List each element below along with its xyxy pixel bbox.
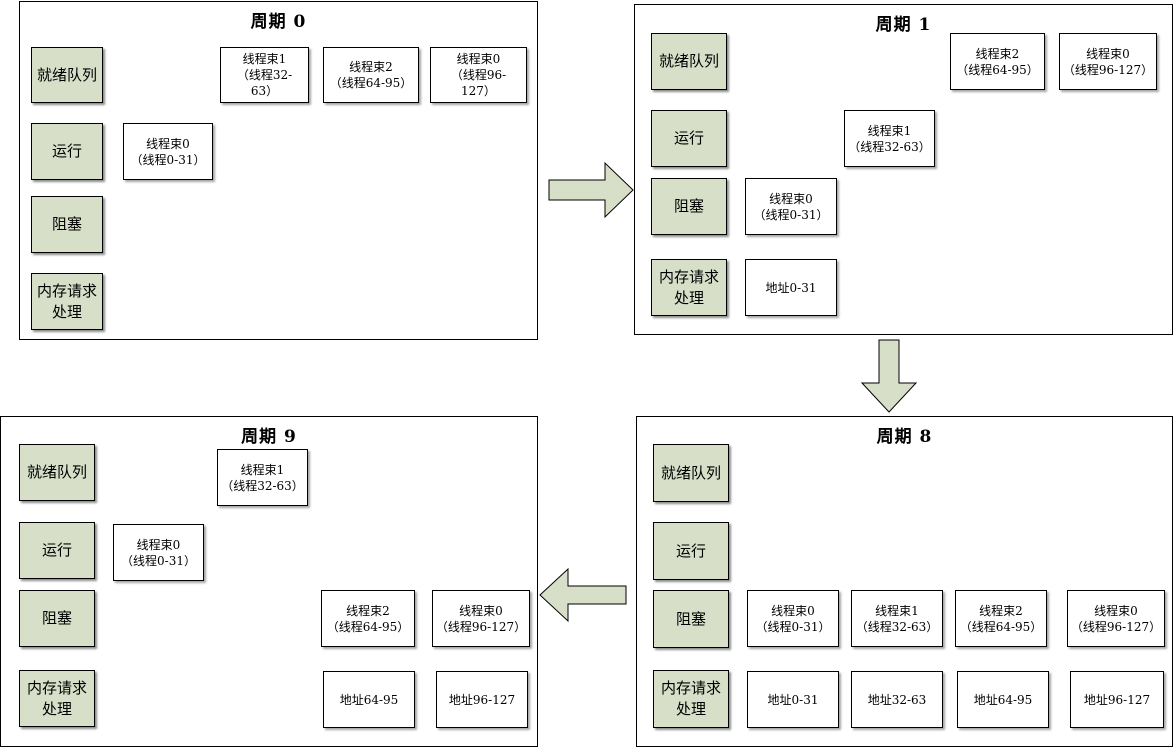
warp-box: 线程束2 （线程64-95） [950,33,1045,90]
running-label: 运行 [653,522,729,580]
running-label: 运行 [651,110,727,167]
panel-title: 周期 1 [875,15,932,35]
address-box: 地址64-95 [957,671,1049,728]
warp-box: 线程束0 （线程96-127） [432,590,530,647]
panel-title: 周期 8 [876,427,933,447]
running-label: 运行 [31,123,103,180]
address-box: 地址0-31 [745,259,837,316]
panel-cycle-8: 周期 8 就绪队列 运行 阻塞 内存请求处理 线程束0 （线程0-31） 线程束… [636,416,1173,747]
ready-queue-label: 就绪队列 [653,444,729,502]
blocked-label: 阻塞 [651,178,727,235]
blocked-label: 阻塞 [653,590,729,648]
warp-box: 线程束1 （线程32- 63） [220,47,309,103]
warp-box: 线程束0 （线程0-31） [123,123,213,180]
arrow-down-icon [860,339,918,413]
warp-box: 线程束2 （线程64-95） [955,590,1047,647]
warp-box: 线程束1 （线程32-63） [851,590,943,647]
warp-box: 线程束1 （线程32-63） [217,449,308,506]
panel-cycle-9: 周期 9 就绪队列 运行 阻塞 内存请求处理 线程束1 （线程32-63） 线程… [0,416,538,747]
blocked-label: 阻塞 [19,590,95,647]
running-label: 运行 [19,522,95,579]
address-box: 地址32-63 [851,671,943,728]
ready-queue-label: 就绪队列 [19,444,95,501]
warp-box: 线程束0 （线程0-31） [745,178,837,235]
address-box: 地址96-127 [436,671,528,728]
memory-request-label: 内存请求处理 [31,273,103,330]
warp-box: 线程束2 （线程64-95） [321,590,415,647]
arrow-right-icon [548,161,634,219]
address-box: 地址64-95 [323,671,415,728]
panel-cycle-0: 周期 0 就绪队列 运行 阻塞 内存请求处理 线程束1 （线程32- 63） 线… [19,1,538,340]
blocked-label: 阻塞 [31,196,103,253]
warp-box: 线程束1 （线程32-63） [844,110,935,167]
arrow-left-icon [539,567,627,623]
panel-title: 周期 9 [241,427,297,447]
warp-box: 线程束2 （线程64-95） [323,47,419,103]
ready-queue-label: 就绪队列 [31,47,103,103]
panel-cycle-1: 周期 1 就绪队列 运行 阻塞 内存请求处理 线程束2 （线程64-95） 线程… [634,4,1173,335]
warp-box: 线程束0 （线程0-31） [113,524,204,581]
memory-request-label: 内存请求处理 [653,670,729,728]
memory-request-label: 内存请求处理 [651,259,727,316]
warp-box: 线程束0 （线程0-31） [747,590,839,647]
memory-request-label: 内存请求处理 [19,670,95,727]
address-box: 地址0-31 [747,671,839,728]
panel-title: 周期 0 [250,12,307,32]
warp-box: 线程束0 （线程96-127） [1059,33,1157,90]
ready-queue-label: 就绪队列 [651,33,727,90]
warp-box: 线程束0 （线程96-127） [1067,590,1165,647]
address-box: 地址96-127 [1070,671,1164,728]
warp-box: 线程束0 （线程96- 127） [430,47,527,103]
